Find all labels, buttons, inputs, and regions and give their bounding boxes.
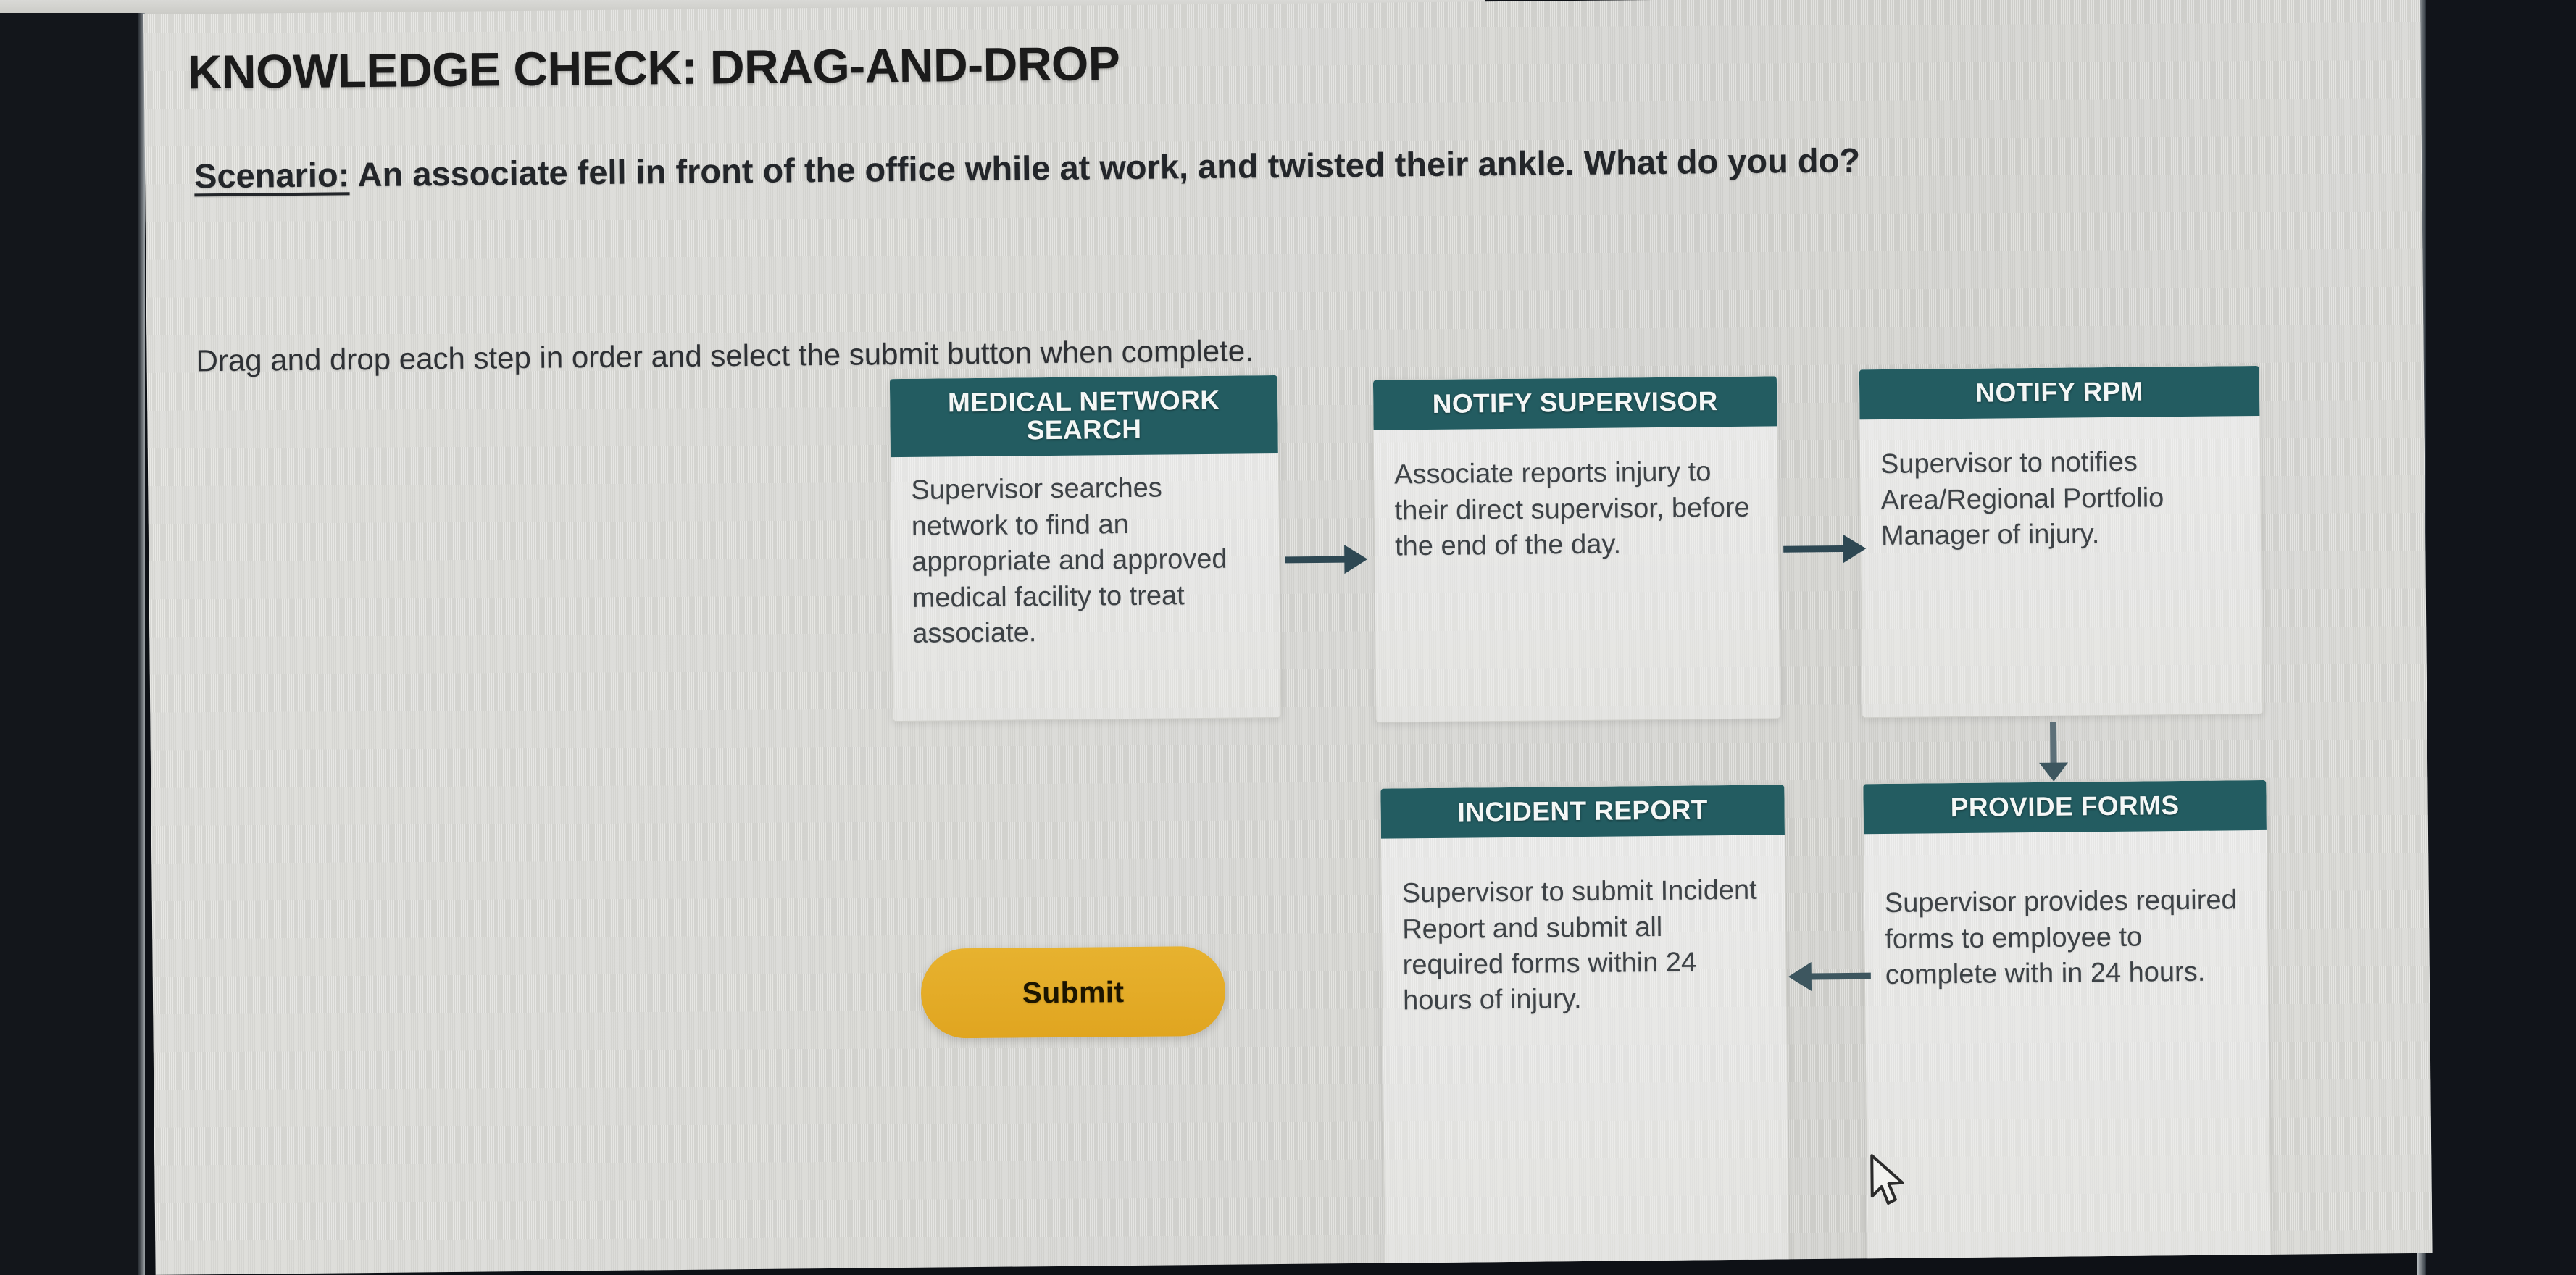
arrow-left-icon bbox=[1787, 956, 1873, 997]
step-card-medical-network-search[interactable]: MEDICAL NETWORK SEARCH Supervisor search… bbox=[888, 374, 1282, 722]
step-card-notify-supervisor[interactable]: NOTIFY SUPERVISOR Associate reports inju… bbox=[1372, 375, 1781, 723]
step-card-incident-report[interactable]: INCIDENT REPORT Supervisor to submit Inc… bbox=[1380, 784, 1790, 1268]
monitor-bezel-left bbox=[0, 13, 142, 1275]
scenario-paragraph: Scenario: An associate fell in front of … bbox=[194, 139, 2122, 196]
arrow-right-icon bbox=[1782, 528, 1870, 569]
instruction-text: Drag and drop each step in order and sel… bbox=[196, 333, 1254, 378]
card-body-notify-supervisor: Associate reports injury to their direct… bbox=[1393, 456, 1750, 562]
card-body-incident-report: Supervisor to submit Incident Report and… bbox=[1401, 874, 1757, 1016]
scenario-label: Scenario: bbox=[193, 155, 350, 196]
card-body-provide-forms: Supervisor provides required forms to em… bbox=[1884, 885, 2237, 990]
submit-button[interactable]: Submit bbox=[920, 945, 1226, 1039]
card-title-provide-forms: PROVIDE FORMS bbox=[1863, 779, 2267, 835]
card-title-medical-network-search: MEDICAL NETWORK SEARCH bbox=[889, 375, 1278, 458]
card-body-notify-rpm: Supervisor to notifies Area/Regional Por… bbox=[1880, 446, 2164, 552]
step-card-provide-forms[interactable]: PROVIDE FORMS Supervisor provides requir… bbox=[1862, 779, 2272, 1263]
monitor-bezel-right bbox=[2424, 0, 2576, 1275]
card-title-notify-rpm: NOTIFY RPM bbox=[1859, 365, 2260, 420]
arrow-right-icon bbox=[1283, 539, 1371, 580]
card-title-notify-supervisor: NOTIFY SUPERVISOR bbox=[1372, 376, 1777, 430]
card-title-incident-report: INCIDENT REPORT bbox=[1380, 785, 1785, 839]
arrow-down-icon bbox=[2033, 720, 2074, 783]
scenario-text: An associate fell in front of the office… bbox=[357, 141, 1861, 194]
slide-canvas: KNOWLEDGE CHECK: DRAG-AND-DROP Scenario:… bbox=[143, 0, 2433, 1275]
step-card-notify-rpm[interactable]: NOTIFY RPM Supervisor to notifies Area/R… bbox=[1858, 364, 2264, 719]
card-body-medical-network-search: Supervisor searches network to find an a… bbox=[911, 472, 1227, 649]
screen-edge-left bbox=[138, 13, 145, 1275]
page-title: KNOWLEDGE CHECK: DRAG-AND-DROP bbox=[187, 36, 1120, 99]
